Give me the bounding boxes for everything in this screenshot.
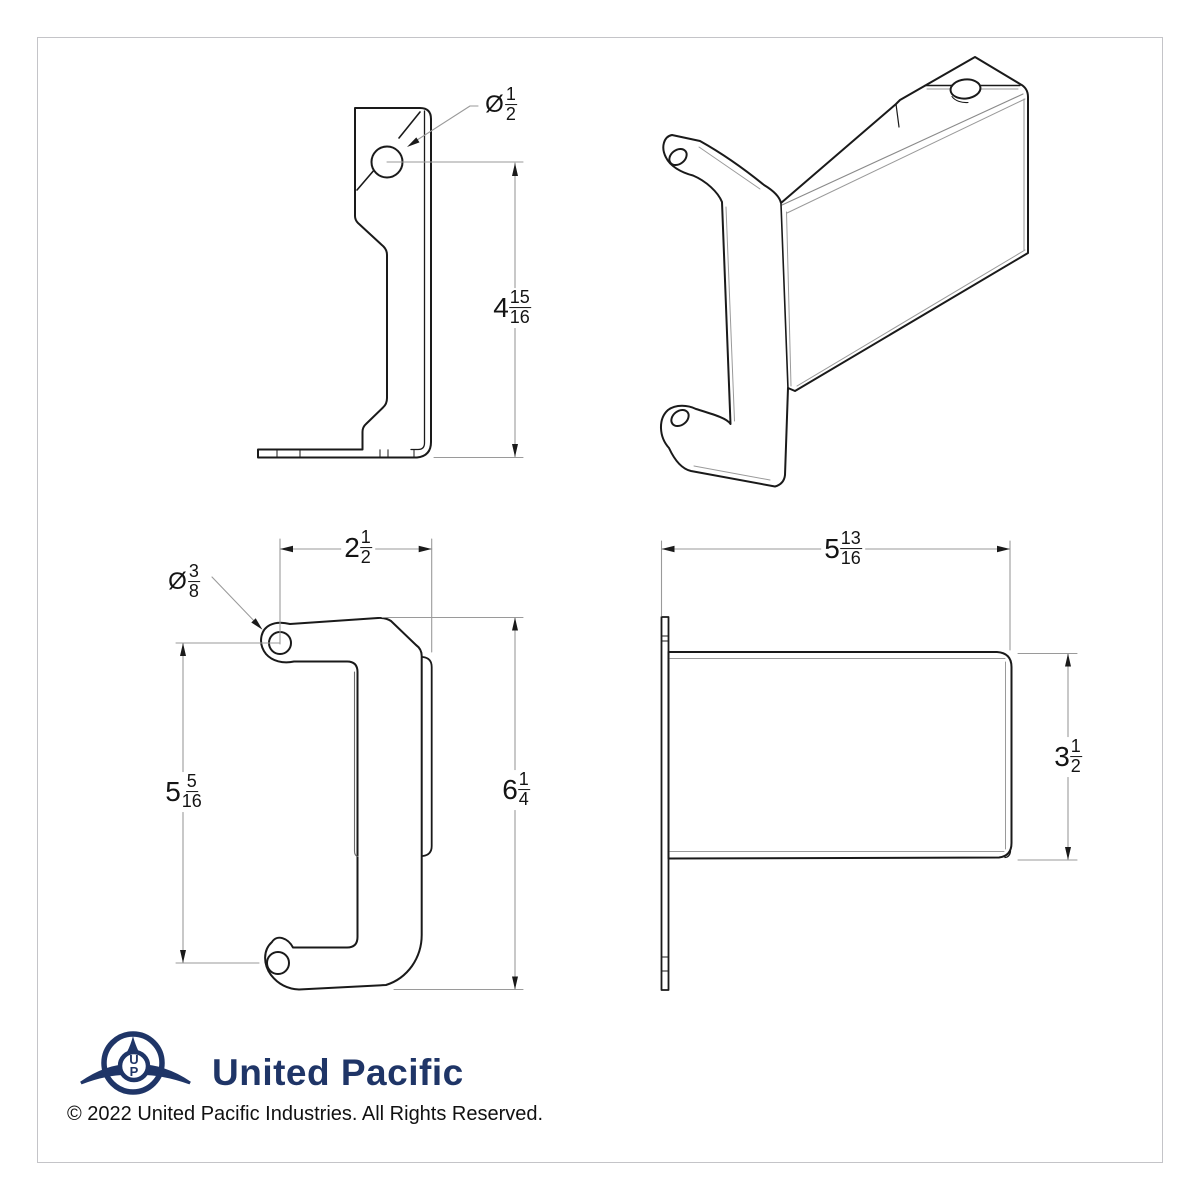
side-view-outline — [257, 107, 432, 459]
front-view-hole-bottom — [266, 951, 290, 975]
side-view-drawing — [257, 105, 524, 459]
diameter-symbol: Ø — [168, 568, 187, 595]
logo-monogram-p: P — [130, 1064, 139, 1079]
logo-monogram-circle — [117, 1049, 151, 1083]
side-view-chamfer-line — [356, 111, 421, 191]
top-view-flange-strip — [660, 616, 670, 991]
side-view-bend-ticks — [276, 449, 415, 458]
isometric-view-drawing — [660, 56, 1029, 488]
top-view-drawing — [660, 540, 1078, 991]
top-view-panel-outline — [667, 651, 1013, 860]
logo-monogram-u: U — [129, 1052, 138, 1067]
iso-panel-hole-depth — [951, 95, 969, 104]
united-pacific-logo-emblem: U P — [80, 1031, 191, 1095]
front-view-flange-edge — [421, 656, 433, 857]
logo-circle — [101, 1031, 165, 1095]
copyright-text: © 2022 United Pacific Industries. All Ri… — [67, 1103, 544, 1125]
top-view-inner-lines — [669, 658, 1012, 859]
diameter-symbol: Ø — [485, 91, 504, 118]
side-view-inner-edge — [410, 110, 426, 451]
company-name: United Pacific — [212, 1052, 464, 1093]
top-view-flange-ticks — [661, 635, 669, 972]
iso-flange-hole-bottom — [670, 408, 690, 428]
iso-flange-hole-top — [668, 147, 688, 167]
iso-panel-hole — [949, 78, 982, 100]
front-hole-leader — [211, 576, 263, 630]
front-view-inner-bend-line — [353, 671, 359, 858]
side-hole-leader — [407, 105, 479, 147]
front-view-drawing — [175, 538, 524, 991]
front-view-outline — [260, 616, 423, 991]
iso-outline — [660, 56, 1029, 488]
